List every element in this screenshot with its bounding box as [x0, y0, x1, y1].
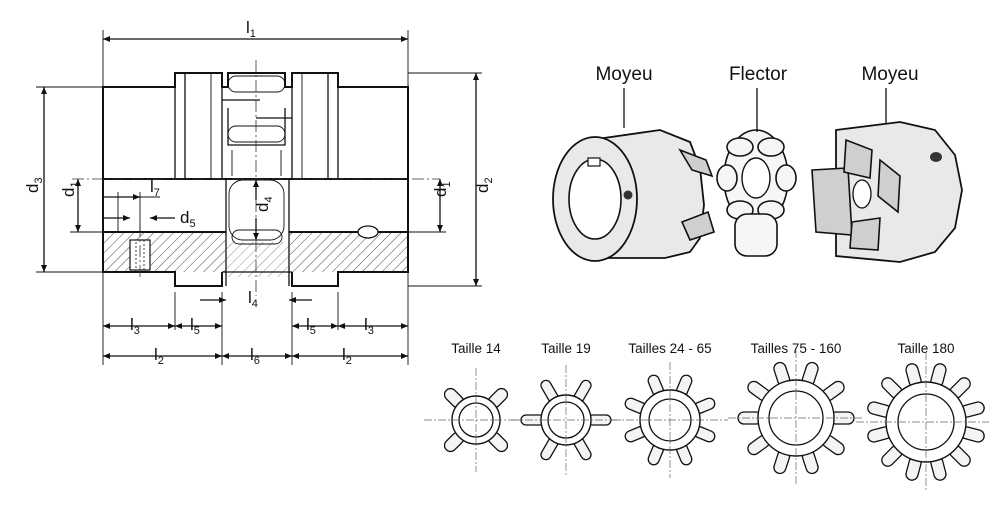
spider-profiles [424, 350, 989, 492]
dim-l3-left: l3 [130, 315, 140, 337]
spider-profile-3 [728, 350, 864, 486]
size-variants: Taille 14 Taille 19 Tailles 24 - 65 Tail… [424, 341, 989, 492]
dim-l3-right: l3 [364, 315, 374, 337]
dim-d5: d5 [180, 208, 196, 230]
exploded-view-labels: Moyeu Flector Moyeu [595, 64, 918, 85]
dim-l5-right: l5 [306, 315, 316, 337]
hub-left-image [552, 129, 715, 262]
coupling-section-view [36, 30, 482, 365]
exploded-view [552, 88, 963, 263]
size-label-19: Taille 19 [541, 341, 591, 356]
size-label-14: Taille 14 [451, 341, 501, 356]
size-label-24-65: Tailles 24 - 65 [628, 341, 711, 356]
dim-d1-right: d1 [431, 181, 453, 197]
dim-d3: d3 [23, 177, 45, 193]
size-label-180: Taille 180 [897, 341, 954, 356]
dim-l6: l6 [250, 345, 260, 367]
size-label-75-160: Tailles 75 - 160 [751, 341, 842, 356]
dim-d2: d2 [473, 177, 495, 193]
spider-profile-4 [856, 352, 989, 492]
dim-l5-left: l5 [190, 315, 200, 337]
spider-profile-0 [424, 368, 528, 472]
dimension-labels: l1 d3 d1 d1 d2 l7 d5 d4 l4 l3 l5 l5 l3 l… [23, 18, 495, 367]
dim-l4: l4 [248, 288, 258, 310]
label-hub-left: Moyeu [595, 64, 652, 85]
label-spider: Flector [729, 64, 788, 85]
dim-d4: d4 [253, 196, 275, 212]
spider-profile-2 [612, 362, 728, 478]
dim-l7: l7 [150, 177, 160, 199]
dim-l2-right: l2 [342, 345, 352, 367]
dim-d1-left: d1 [59, 181, 81, 197]
hub-right-image [811, 121, 963, 263]
spider-profile-1 [511, 365, 621, 475]
label-hub-right: Moyeu [861, 64, 918, 85]
dim-l2-left: l2 [154, 345, 164, 367]
dim-l1: l1 [246, 18, 256, 40]
spider-image [716, 129, 797, 257]
